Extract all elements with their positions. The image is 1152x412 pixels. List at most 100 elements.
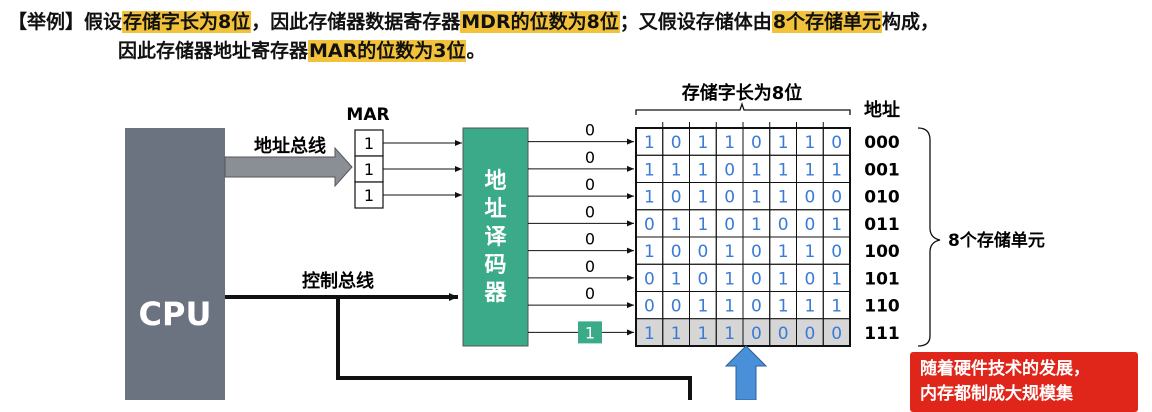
mar-bit: 1 [364,186,374,205]
address-label: 101 [864,269,900,289]
memory-bit: 1 [724,297,735,317]
memory-bit: 1 [804,297,815,317]
units-label: 8个存储单元 [948,230,1045,251]
memory-bit: 1 [778,133,789,153]
intro-line-1-segment-highlight: 存储字长为8位 [122,11,252,33]
address-decoder [462,127,529,347]
decoder-output-value: 0 [585,284,595,303]
intro-line-1: 【举例】假设存储字长为8位，因此存储器数据寄存器MDR的位数为8位；又假设存储体… [8,8,939,37]
memory-bit: 1 [751,160,762,180]
address-label: 110 [864,297,900,317]
decoder-char: 址 [484,197,506,222]
memory-bit: 1 [697,297,708,317]
word-length-label: 存储字长为8位 [682,82,803,104]
memory-bit: 1 [831,297,842,317]
intro-line-1-segment: 构成， [882,11,940,33]
memory-bit: 1 [697,324,708,344]
address-label: 111 [864,324,900,344]
control-bus-label: 控制总线 [302,270,374,292]
address-header: 地址 [864,99,900,121]
memory-bit: 1 [778,269,789,289]
memory-bit: 1 [778,160,789,180]
memory-bit: 0 [778,324,789,344]
decoder-char: 码 [484,253,506,278]
mar-label: MAR [346,105,389,125]
memory-bit: 0 [804,269,815,289]
memory-bit: 0 [804,324,815,344]
intro-line-1-segment: ，因此存储器数据寄存器 [251,11,461,33]
memory-bit: 0 [724,160,735,180]
memory-bit: 0 [778,215,789,235]
memory-bit: 1 [751,188,762,208]
intro-line-1-segment-highlight: 8个存储单元 [771,11,883,33]
mar-bit: 1 [364,134,374,153]
memory-bit: 0 [724,215,735,235]
intro-line-2-segment-highlight: MAR的位数为3位 [308,40,467,62]
memory-bit: 0 [751,324,762,344]
memory-bit: 1 [831,215,842,235]
note-line-1: 随着硬件技术的发展， [920,359,1090,379]
memory-bit: 1 [671,269,682,289]
decoder-output-value: 0 [585,230,595,249]
memory-bit: 1 [644,133,655,153]
memory-bit: 1 [671,215,682,235]
memory-bit: 1 [724,269,735,289]
memory-bit: 1 [778,188,789,208]
intro-line-1-segment: 【举例】假设 [8,11,123,33]
mar-register: 111 [354,129,462,209]
selected-output-bg [578,321,602,344]
memory-bit: 1 [778,242,789,262]
memory-bit: 1 [697,215,708,235]
address-label: 010 [864,188,900,208]
intro-line-1-segment-highlight: MDR的位数为8位 [460,11,620,33]
note-box: 随着硬件技术的发展， 内存都制成大规模集 [910,352,1138,412]
data-arrow-up [724,345,768,400]
address-label: 000 [864,133,900,153]
memory-bit: 1 [778,297,789,317]
memory-bit: 1 [804,133,815,153]
intro-line-2-segment: 。 [466,40,486,62]
memory-bit: 0 [751,297,762,317]
word-length-brace [635,101,851,115]
address-bus-label: 地址总线 [254,135,326,157]
memory-bit: 0 [644,215,655,235]
memory-bit: 1 [804,242,815,262]
control-bus-branch [336,297,692,400]
decoder-char: 地 [484,169,506,194]
decoder-output-value: 1 [585,323,595,342]
memory-bit: 1 [697,133,708,153]
memory-bit: 1 [644,160,655,180]
memory-bit: 1 [644,188,655,208]
cpu-block [125,128,225,400]
memory-bit: 1 [724,133,735,153]
address-bus-arrow [224,146,353,188]
memory-bit: 0 [671,242,682,262]
memory-bit: 1 [751,215,762,235]
address-label: 001 [864,160,900,180]
memory-bit: 0 [831,242,842,262]
address-label: 011 [864,215,900,235]
memory-bit: 0 [671,297,682,317]
memory-bit: 1 [644,242,655,262]
decoder-output-value: 0 [585,202,595,221]
intro-line-1-segment: ；又假设存储体由 [619,11,772,33]
decoder-output-value: 0 [585,175,595,194]
memory-bit: 0 [831,133,842,153]
memory-bit: 0 [697,269,708,289]
decoder-output-value: 0 [585,121,595,140]
memory-bit: 1 [644,324,655,344]
memory-bit: 0 [804,188,815,208]
intro-text: 【举例】假设存储字长为8位，因此存储器数据寄存器MDR的位数为8位；又假设存储体… [8,8,939,66]
memory-bit: 0 [831,188,842,208]
memory-bit: 1 [831,160,842,180]
memory-bit: 1 [724,242,735,262]
memory-bit: 0 [697,242,708,262]
intro-line-2: 因此存储器地址寄存器MAR的位数为3位。 [8,37,939,66]
memory-bit: 0 [671,188,682,208]
memory-bit: 0 [751,269,762,289]
